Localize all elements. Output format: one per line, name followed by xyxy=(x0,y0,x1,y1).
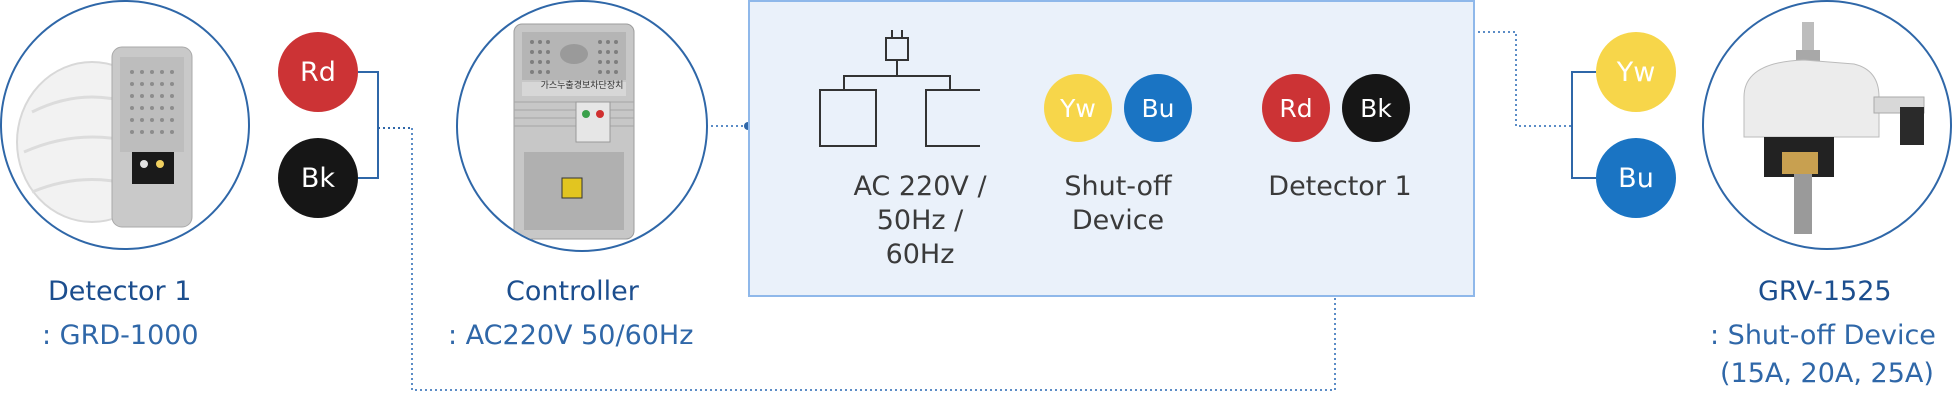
shutoff-label-line-1: Shut-off xyxy=(1064,171,1172,202)
shutoff-label-line-2: Device xyxy=(1071,205,1165,236)
detector-title: Detector 1 xyxy=(48,276,192,307)
power-label-line-1: AC 220V / xyxy=(853,171,987,202)
detector-photo xyxy=(0,0,250,250)
panel-detector-label: Detector 1 xyxy=(1268,171,1412,202)
valve-wire-bracket xyxy=(1571,71,1596,179)
valve-sizes: (15A, 20A, 25A) xyxy=(1720,358,1934,389)
valve-blue-wire: Bu xyxy=(1596,138,1676,218)
valve-subtitle: : Shut-off Device xyxy=(1710,320,1936,351)
controller-spec: : AC220V 50/60Hz xyxy=(448,320,694,351)
valve-title: GRV-1525 xyxy=(1758,276,1892,307)
controller-icon xyxy=(513,23,635,240)
plug-icon xyxy=(819,30,980,147)
panel-yellow-wire: Yw xyxy=(1044,74,1112,142)
gas-detector-icon xyxy=(16,46,193,228)
valve-photo xyxy=(1702,0,1952,250)
panel-black-wire: Bk xyxy=(1342,74,1410,142)
controller-photo: 가스누출경보차단장치 xyxy=(456,0,708,252)
controller-korean-label: 가스누출경보차단장치 xyxy=(540,81,624,91)
panel-red-wire: Rd xyxy=(1262,74,1330,142)
detector-wire-bracket xyxy=(358,71,379,179)
power-label: AC 220V / 50Hz / 60Hz xyxy=(830,170,1010,272)
power-label-line-3: 60Hz xyxy=(885,239,955,270)
controller-title: Controller xyxy=(506,276,639,307)
detector-red-wire: Rd xyxy=(278,32,358,112)
wiring-panel: AC 220V / 50Hz / 60Hz Yw Bu Shut-off Dev… xyxy=(748,0,1475,297)
detector-model: : GRD-1000 xyxy=(42,320,199,351)
power-label-line-2: 50Hz / xyxy=(876,205,964,236)
shutoff-valve-icon xyxy=(1743,22,1925,234)
detector-route-line xyxy=(411,112,1336,391)
detector-black-wire: Bk xyxy=(278,138,358,218)
shutoff-label: Shut-off Device xyxy=(1048,170,1188,238)
valve-route-line xyxy=(1117,31,1572,127)
panel-blue-wire: Bu xyxy=(1124,74,1192,142)
valve-yellow-wire: Yw xyxy=(1596,32,1676,112)
